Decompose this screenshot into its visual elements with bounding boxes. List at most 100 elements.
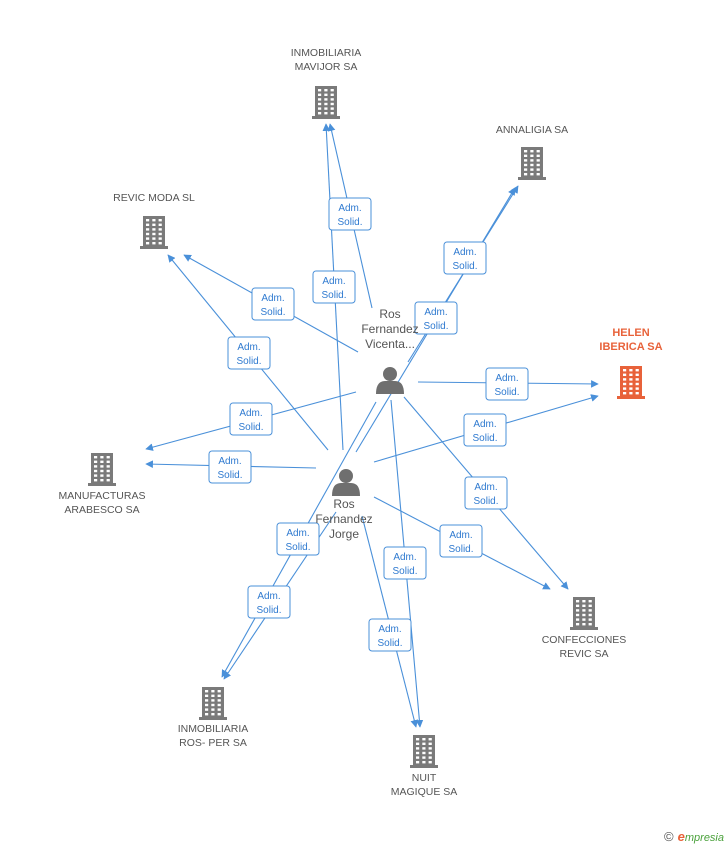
brand-initial: e bbox=[677, 829, 685, 844]
company-node-revic_moda[interactable]: REVIC MODA SL bbox=[113, 192, 195, 249]
role-badge-p2-nuit[interactable]: Adm.Solid. bbox=[368, 618, 412, 652]
role-badge-text: Adm. bbox=[378, 624, 401, 635]
role-badge-p1-nuit[interactable]: Adm. Solid. bbox=[383, 546, 427, 580]
building-icon bbox=[570, 597, 598, 630]
role-badge-text: Solid. bbox=[321, 290, 346, 301]
role-badge-p1-confecciones[interactable]: Adm. Solid. bbox=[464, 476, 508, 510]
role-badge-text: Adm. bbox=[495, 373, 518, 384]
role-badge-box bbox=[464, 476, 508, 510]
role-badge-box bbox=[229, 402, 273, 436]
role-badge-p2-confecciones[interactable]: Adm. Solid. bbox=[439, 524, 483, 558]
person-node-p1[interactable]: RosFernandezVicenta... bbox=[361, 307, 419, 394]
role-badge-text: Adm. bbox=[473, 419, 496, 430]
role-badge-box bbox=[276, 522, 320, 556]
company-node-mavijor[interactable]: INMOBILIARIA MAVIJOR SA bbox=[291, 47, 362, 119]
role-badge-text: Solid. bbox=[473, 496, 498, 507]
role-badge-box bbox=[463, 413, 507, 447]
role-badge-text: Solid. bbox=[285, 542, 310, 553]
role-badge-text: Solid. bbox=[392, 566, 417, 577]
brand-name: mpresia bbox=[684, 832, 724, 844]
role-badge-box bbox=[439, 524, 483, 558]
role-badge-text: Solid. bbox=[448, 544, 473, 555]
person-label: Fernandez bbox=[361, 322, 418, 336]
role-badge-box bbox=[383, 546, 427, 580]
building-icon bbox=[312, 86, 340, 119]
role-badge-box bbox=[247, 585, 291, 619]
company-label: NUIT bbox=[412, 772, 437, 784]
company-node-manufacturas[interactable]: MANUFACTURAS ARABESCO SA bbox=[59, 453, 146, 516]
company-node-helen[interactable]: HELEN IBERICA SA bbox=[599, 327, 663, 399]
role-badge-box bbox=[414, 301, 458, 335]
role-badge-p1-manufacturas[interactable]: Adm.Solid. bbox=[229, 402, 273, 436]
person-label: Ros bbox=[379, 307, 400, 321]
role-badge-text: Adm. bbox=[393, 552, 416, 563]
company-label: IBERICA SA bbox=[599, 341, 662, 353]
company-label: MAGIQUE SA bbox=[391, 786, 458, 798]
company-label: ROS- PER SA bbox=[179, 737, 247, 749]
role-badge-p1-helen[interactable]: Adm. Solid. bbox=[485, 367, 529, 401]
role-badge-text: Adm. bbox=[237, 342, 260, 353]
role-badge-text: Adm. bbox=[286, 528, 309, 539]
role-badge-p2-manufacturas[interactable]: Adm. Solid. bbox=[208, 450, 252, 484]
role-badge-p2-rosper[interactable]: Adm. Solid. bbox=[247, 585, 291, 619]
role-badge-text: Adm. bbox=[218, 456, 241, 467]
role-badge-box bbox=[227, 336, 271, 370]
company-label: MAVIJOR SA bbox=[295, 61, 358, 73]
role-badge-p2-revic_moda[interactable]: Adm. Solid. bbox=[227, 336, 271, 370]
person-label: Jorge bbox=[329, 527, 359, 541]
role-badge-text: Adm. bbox=[239, 408, 262, 419]
role-badge-text: Solid. bbox=[452, 261, 477, 272]
role-badge-text: Solid. bbox=[494, 387, 519, 398]
role-badge-text: Adm. bbox=[257, 591, 280, 602]
company-label: MANUFACTURAS bbox=[59, 490, 146, 502]
role-badge-text: Solid. bbox=[423, 321, 448, 332]
role-badge-p1-rosper[interactable]: Adm. Solid. bbox=[276, 522, 320, 556]
badges-layer: Adm. Solid. Adm. Solid. Adm. Solid. Adm. Solid.… bbox=[208, 197, 529, 652]
role-badge-text: Adm. bbox=[449, 530, 472, 541]
company-node-nuit[interactable]: NUIT MAGIQUE SA bbox=[391, 735, 458, 798]
building-icon bbox=[140, 216, 168, 249]
role-badge-box bbox=[208, 450, 252, 484]
company-label: INMOBILIARIA bbox=[291, 47, 362, 59]
person-label: Ros bbox=[333, 497, 354, 511]
empresia-watermark: ©empresia bbox=[664, 829, 724, 844]
company-label: HELEN bbox=[612, 327, 649, 339]
role-badge-text: Solid. bbox=[472, 433, 497, 444]
nodes-layer: INMOBILIARIA MAVIJOR SA ANNALIGIA SA REVIC … bbox=[59, 47, 663, 798]
building-icon bbox=[199, 687, 227, 720]
role-badge-box bbox=[443, 241, 487, 275]
role-badge-text: Adm. bbox=[424, 307, 447, 318]
company-node-rosper[interactable]: INMOBILIARIA ROS- PER SA bbox=[178, 687, 249, 749]
copyright-symbol: © bbox=[664, 829, 674, 844]
role-badge-box bbox=[485, 367, 529, 401]
company-node-annaligia[interactable]: ANNALIGIA SA bbox=[496, 124, 568, 180]
role-badge-p2-annaligia[interactable]: Adm. Solid. bbox=[414, 301, 458, 335]
role-badge-text: Solid. bbox=[337, 217, 362, 228]
role-badge-box bbox=[312, 270, 356, 304]
role-badge-box bbox=[251, 287, 295, 321]
company-label: INMOBILIARIA bbox=[178, 723, 249, 735]
role-badge-p1-revic_moda[interactable]: Adm.Solid. bbox=[251, 287, 295, 321]
role-badge-p2-mavijor[interactable]: Adm.Solid. bbox=[312, 270, 356, 304]
role-badge-p1-annaligia[interactable]: Adm. Solid. bbox=[443, 241, 487, 275]
company-label: REVIC SA bbox=[559, 648, 608, 660]
role-badge-p2-helen[interactable]: Adm. Solid. bbox=[463, 413, 507, 447]
person-label: Fernandez bbox=[315, 512, 372, 526]
role-badge-p1-mavijor[interactable]: Adm. Solid. bbox=[328, 197, 372, 231]
role-badge-text: Adm. bbox=[338, 203, 361, 214]
person-icon bbox=[332, 469, 360, 496]
company-label: REVIC MODA SL bbox=[113, 192, 195, 204]
role-badge-text: Solid. bbox=[256, 605, 281, 616]
role-badge-text: Adm. bbox=[474, 482, 497, 493]
person-label: Vicenta... bbox=[365, 337, 415, 351]
role-badge-text: Solid. bbox=[236, 356, 261, 367]
role-badge-text: Solid. bbox=[260, 307, 285, 318]
role-badge-text: Adm. bbox=[453, 247, 476, 258]
building-icon bbox=[617, 366, 645, 399]
company-label: ARABESCO SA bbox=[64, 504, 139, 516]
role-badge-text: Solid. bbox=[217, 470, 242, 481]
building-icon bbox=[518, 147, 546, 180]
